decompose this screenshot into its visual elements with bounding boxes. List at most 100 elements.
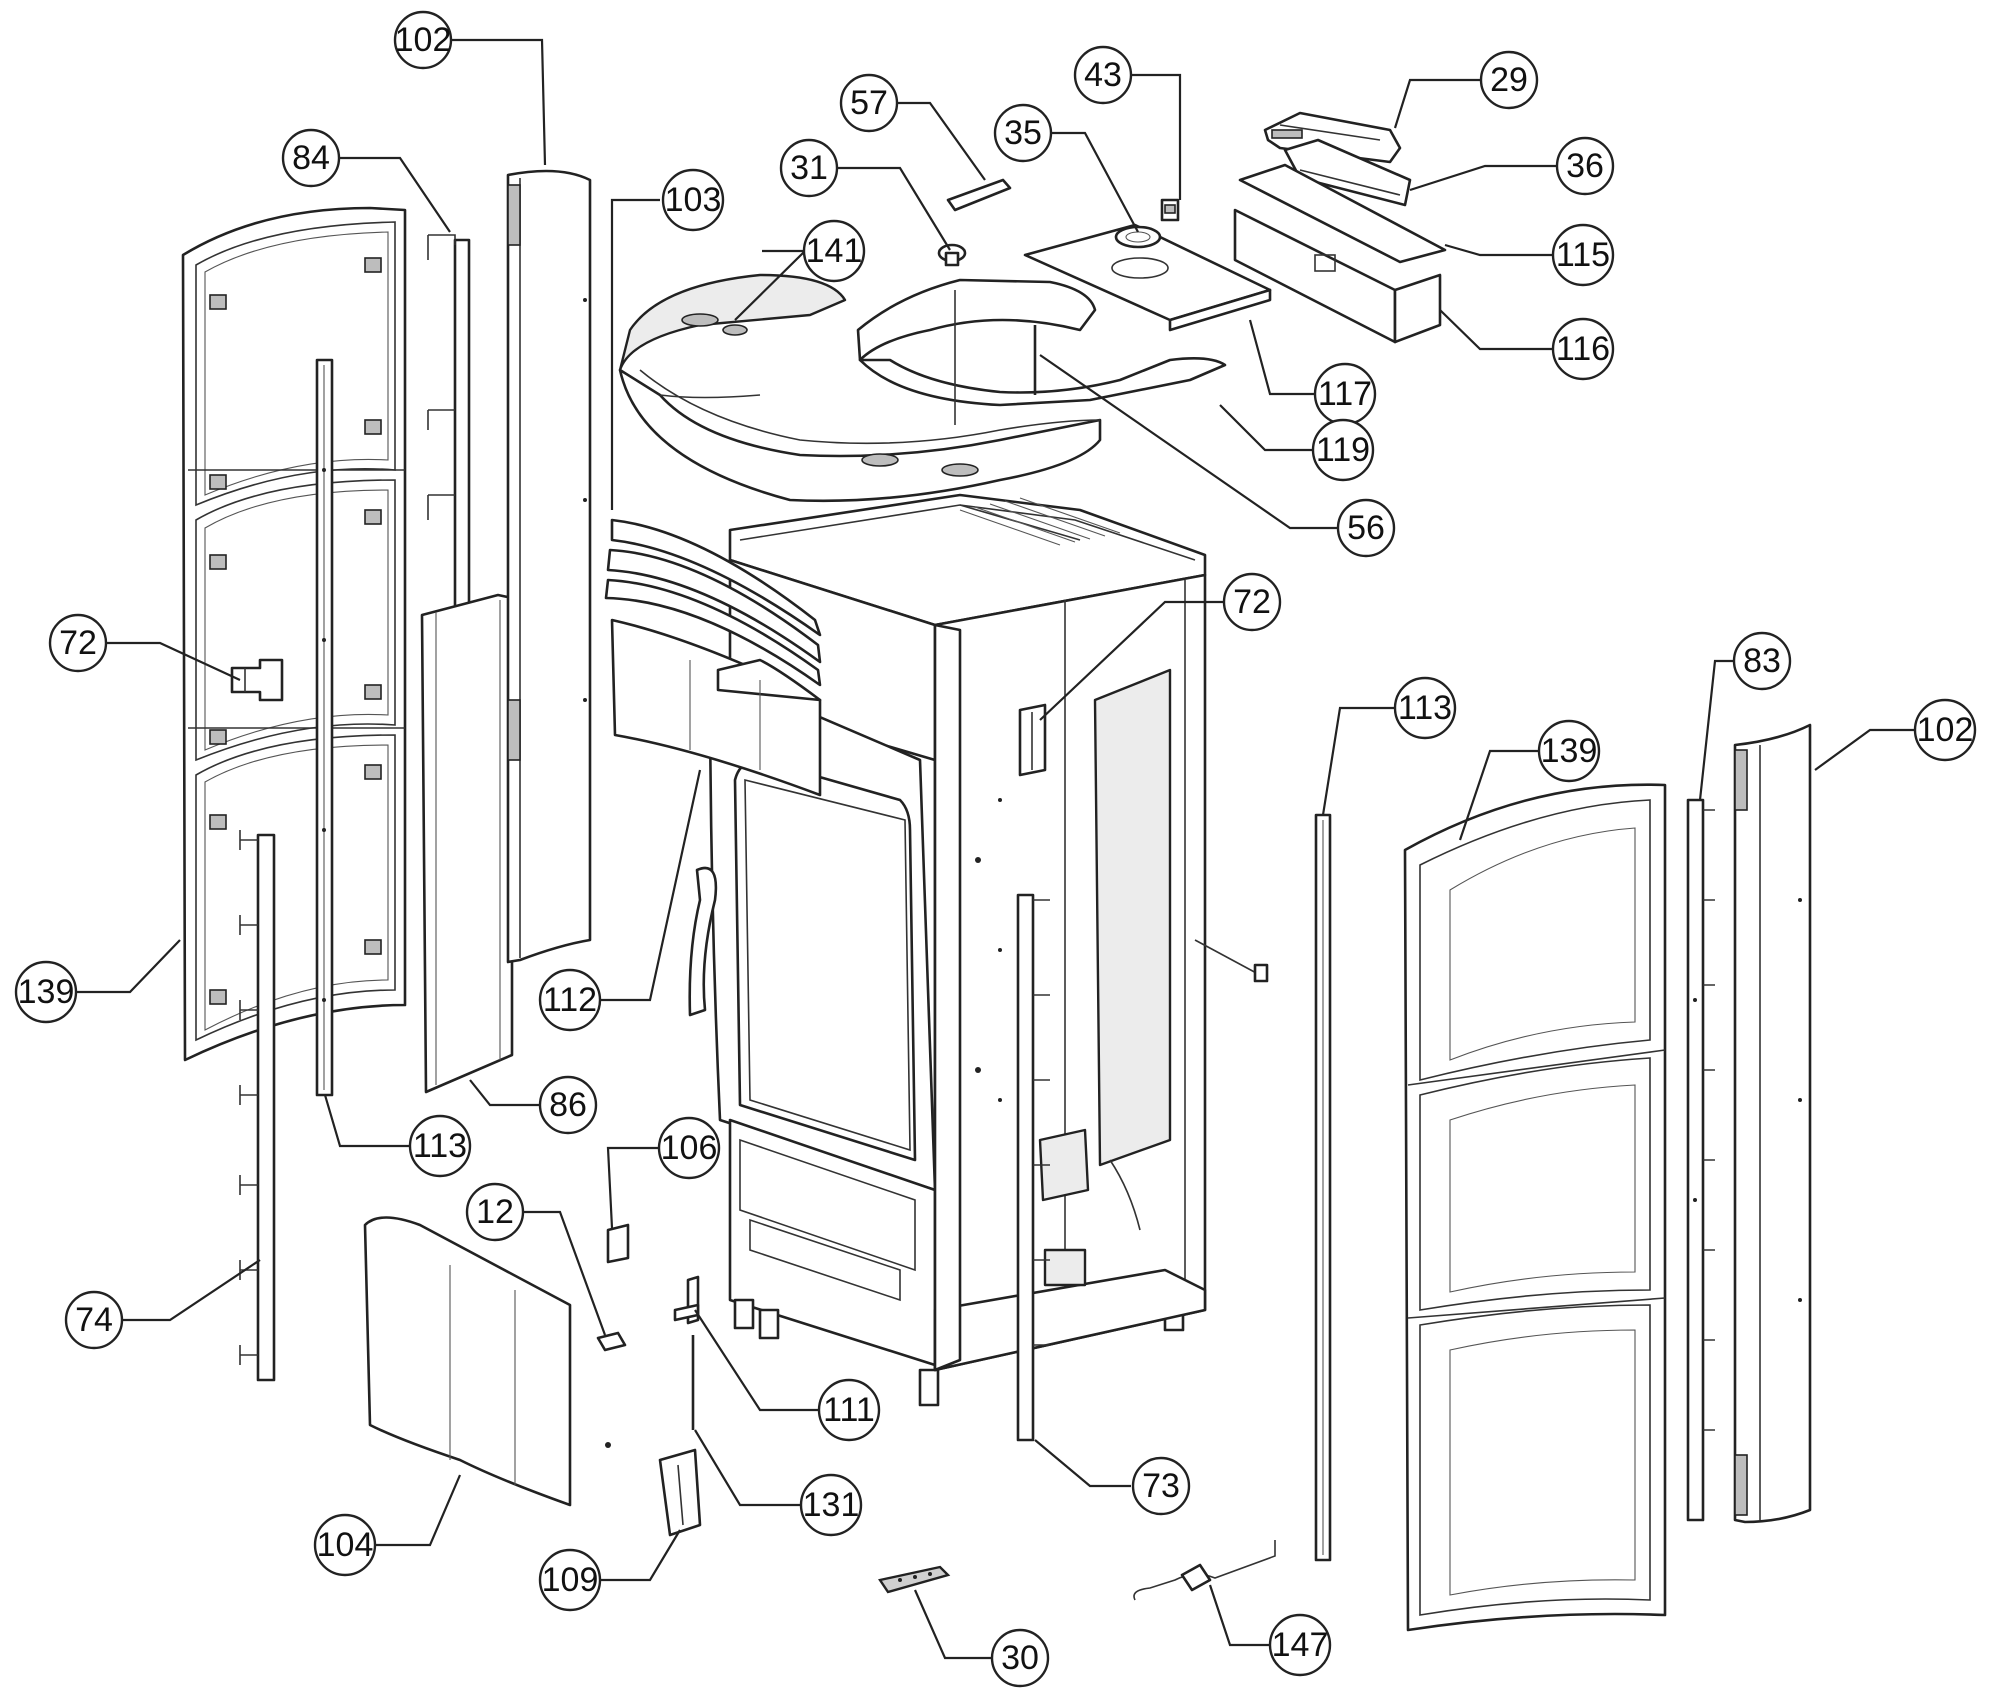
callout-label: 112 [543, 981, 597, 1019]
callout-56: 56 [1336, 498, 1396, 558]
callout-84: 84 [281, 128, 341, 188]
callout-72-right: 72 [1222, 572, 1282, 632]
strip-102-right [1733, 723, 1812, 1524]
callout-label: 119 [1316, 431, 1370, 469]
right-side-panel [1403, 783, 1667, 1632]
callout-83: 83 [1732, 631, 1792, 691]
callout-label: 73 [1142, 1467, 1180, 1505]
callout-111: 111 [817, 1378, 881, 1442]
callout-112: 112 [538, 968, 602, 1032]
callout-116: 116 [1551, 317, 1615, 381]
callout-36: 36 [1555, 136, 1615, 196]
callout-113-left: 113 [408, 1114, 472, 1178]
left-bracket [230, 658, 284, 702]
clip-12 [596, 1331, 627, 1352]
left-side-panel [181, 206, 407, 1062]
callout-label: 43 [1084, 56, 1122, 94]
callout-label: 139 [18, 973, 75, 1011]
callout-117: 117 [1313, 362, 1377, 426]
callout-31: 31 [779, 138, 839, 198]
callout-102-top: 102 [393, 10, 453, 70]
plate-115 [1238, 163, 1447, 264]
callout-103: 103 [661, 168, 725, 232]
strip-73 [1016, 893, 1050, 1442]
callout-label: 72 [59, 624, 97, 662]
callout-139-left: 139 [14, 960, 78, 1024]
callout-label: 103 [665, 181, 722, 219]
fins-103 [604, 518, 822, 687]
callout-74: 74 [64, 1290, 124, 1350]
bracket-111 [673, 1275, 700, 1325]
strip-102-left [506, 169, 592, 964]
callout-12: 12 [465, 1182, 525, 1242]
strip-113-left [315, 358, 334, 1097]
callout-43: 43 [1073, 45, 1133, 105]
callout-115: 115 [1551, 223, 1615, 287]
callout-label: 111 [823, 1391, 875, 1429]
callout-label: 29 [1490, 61, 1528, 99]
callout-104: 104 [313, 1513, 377, 1577]
callout-57: 57 [839, 73, 899, 133]
callout-label: 117 [1318, 375, 1372, 413]
strip-74 [239, 830, 276, 1382]
top-cover-141 [618, 273, 1227, 503]
box-116 [1233, 208, 1442, 344]
callout-label: 36 [1566, 147, 1604, 185]
body-bracket-72 [1018, 703, 1047, 777]
callout-147: 147 [1268, 1613, 1332, 1677]
panel-86 [420, 593, 514, 1094]
front-panel-104 [363, 1216, 611, 1507]
callout-label: 106 [661, 1129, 718, 1167]
callout-72-left: 72 [48, 613, 108, 673]
callout-label: 116 [1556, 330, 1610, 368]
callout-label: 30 [1001, 1639, 1039, 1677]
lid-117 [1023, 223, 1272, 332]
block-43 [1160, 198, 1180, 222]
callout-label: 12 [476, 1193, 514, 1231]
callout-113-right: 113 [1393, 676, 1457, 740]
callout-102-right: 102 [1913, 698, 1977, 762]
callout-label: 147 [1272, 1626, 1329, 1664]
callout-label: 84 [292, 139, 330, 177]
callout-label: 131 [803, 1486, 860, 1524]
callout-label: 83 [1743, 642, 1781, 680]
callout-label: 104 [317, 1526, 374, 1564]
callout-label: 57 [850, 84, 888, 122]
callout-label: 72 [1233, 583, 1271, 621]
leader-lines [76, 38, 1915, 1660]
callout-label: 86 [549, 1086, 587, 1124]
callout-label: 35 [1004, 114, 1042, 152]
callout-86: 86 [538, 1075, 598, 1135]
callout-label: 141 [806, 232, 863, 270]
callout-109: 109 [538, 1548, 602, 1612]
callout-73: 73 [1131, 1456, 1191, 1516]
callout-label: 74 [75, 1301, 113, 1339]
callout-label: 109 [542, 1561, 599, 1599]
callout-label: 139 [1541, 732, 1598, 770]
remote-30 [878, 1565, 951, 1594]
strip-83 [1686, 798, 1715, 1522]
callout-label: 102 [1917, 711, 1974, 749]
callout-139-right: 139 [1537, 719, 1601, 783]
callout-29: 29 [1479, 50, 1539, 110]
callout-label: 113 [413, 1127, 467, 1165]
callout-30: 30 [990, 1628, 1050, 1688]
callout-35: 35 [993, 103, 1053, 163]
callout-131: 131 [799, 1473, 863, 1537]
callout-label: 115 [1556, 236, 1610, 274]
strip-113-right [1314, 813, 1332, 1562]
cap-35 [1114, 225, 1162, 249]
bracket-109 [658, 1448, 702, 1537]
callout-label: 56 [1347, 509, 1385, 547]
callout-label: 113 [1398, 689, 1452, 727]
callout-106: 106 [657, 1116, 721, 1180]
callout-label: 31 [790, 149, 828, 187]
rod-57 [946, 178, 1012, 212]
knob-31 [937, 243, 967, 267]
trim-112 [610, 618, 822, 797]
callout-label: 102 [395, 21, 452, 59]
clip-106 [606, 1223, 630, 1264]
cable-147 [1133, 1540, 1276, 1601]
callout-119: 119 [1311, 418, 1375, 482]
